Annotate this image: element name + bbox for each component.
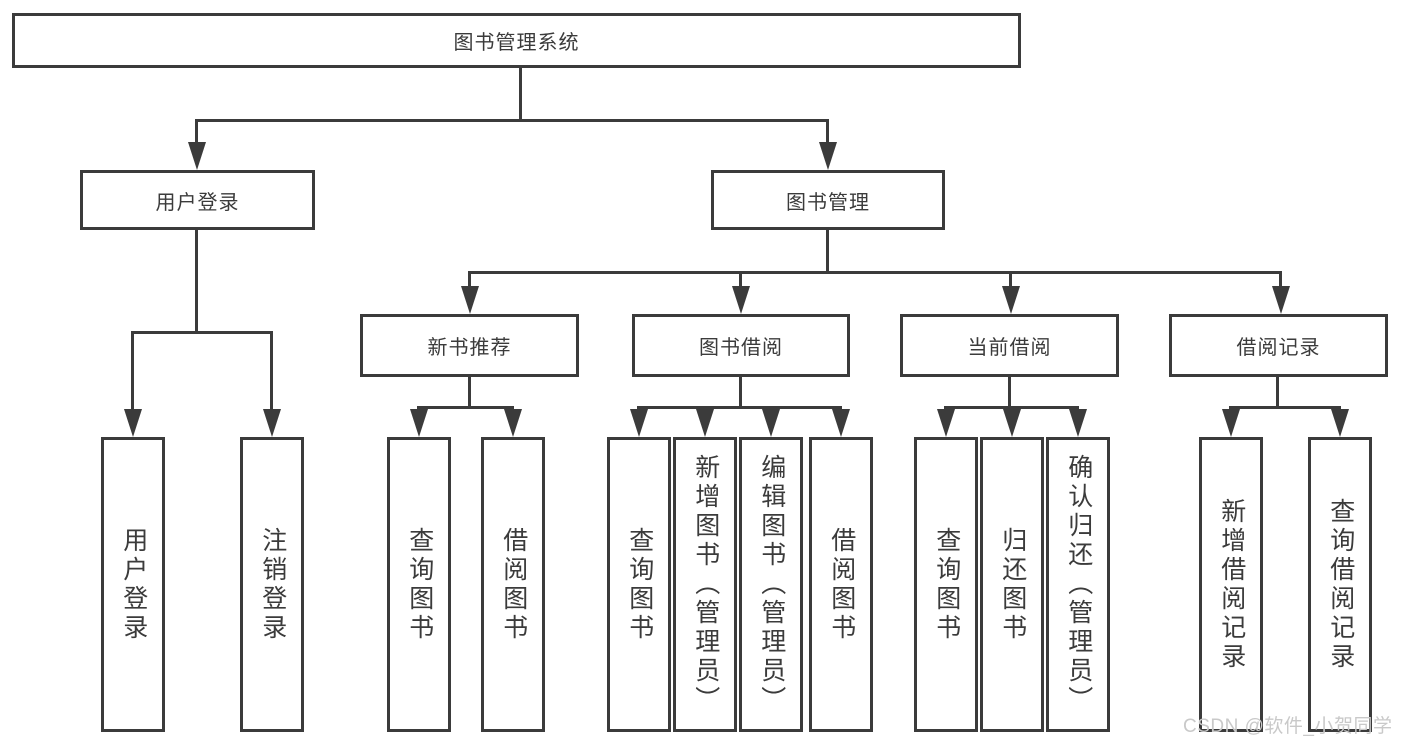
arrow-down-icon xyxy=(1331,409,1349,437)
node-confirm-return-admin: 确认归还（管理员） xyxy=(1046,437,1110,732)
connector-line xyxy=(131,331,273,334)
node-logout: 注销登录 xyxy=(240,437,304,732)
node-borrow-books-borrowing: 借阅图书 xyxy=(809,437,873,732)
node-new-book-recommend: 新书推荐 xyxy=(360,314,579,377)
arrow-down-icon xyxy=(630,409,648,437)
node-book-management: 图书管理 xyxy=(711,170,945,230)
connector-line xyxy=(1276,377,1279,409)
arrow-down-icon xyxy=(1222,409,1240,437)
node-borrowing-records: 借阅记录 xyxy=(1169,314,1388,377)
node-label: 查询借阅记录 xyxy=(1326,497,1355,672)
connector-line xyxy=(1279,271,1282,288)
node-label: 归还图书 xyxy=(998,526,1027,643)
node-user-login-leaf: 用户登录 xyxy=(101,437,165,732)
node-user-login: 用户登录 xyxy=(80,170,315,230)
node-query-books-recommend: 查询图书 xyxy=(387,437,451,732)
arrow-down-icon xyxy=(188,142,206,170)
node-label: 图书管理系统 xyxy=(453,32,580,54)
arrow-down-icon xyxy=(1003,409,1021,437)
node-borrow-books-recommend: 借阅图书 xyxy=(481,437,545,732)
arrow-down-icon xyxy=(832,409,850,437)
arrow-down-icon xyxy=(819,142,837,170)
node-label: 借阅图书 xyxy=(827,526,856,643)
node-query-books-borrowing: 查询图书 xyxy=(607,437,671,732)
node-add-book-admin: 新增图书（管理员） xyxy=(673,437,737,732)
arrow-down-icon xyxy=(1002,286,1020,314)
node-label: 当前借阅 xyxy=(967,337,1052,359)
node-label: 借阅记录 xyxy=(1236,337,1321,359)
node-label: 查询图书 xyxy=(625,526,654,643)
connector-line xyxy=(637,406,842,409)
connector-line xyxy=(468,271,471,288)
node-query-borrow-record: 查询借阅记录 xyxy=(1308,437,1372,732)
connector-line xyxy=(417,406,514,409)
connector-line xyxy=(739,271,742,288)
arrow-down-icon xyxy=(762,409,780,437)
arrow-down-icon xyxy=(937,409,955,437)
node-label: 新书推荐 xyxy=(427,337,512,359)
connector-line xyxy=(519,68,522,122)
arrow-down-icon xyxy=(1069,409,1087,437)
connector-line xyxy=(1008,377,1011,409)
node-label: 注销登录 xyxy=(258,526,287,643)
arrow-down-icon xyxy=(696,409,714,437)
connector-line xyxy=(468,377,471,409)
connector-line xyxy=(270,331,273,410)
node-label: 用户登录 xyxy=(119,526,148,643)
connector-line xyxy=(1229,406,1341,409)
node-label: 图书管理 xyxy=(786,191,870,214)
connector-line xyxy=(826,119,829,146)
connector-line xyxy=(739,377,742,409)
arrow-down-icon xyxy=(504,409,522,437)
node-add-borrow-record: 新增借阅记录 xyxy=(1199,437,1263,732)
node-edit-book-admin: 编辑图书（管理员） xyxy=(739,437,803,732)
arrow-down-icon xyxy=(732,286,750,314)
connector-line xyxy=(944,406,1079,409)
watermark: CSDN @软件_小贺同学 xyxy=(1183,716,1393,737)
node-label: 新增图书（管理员） xyxy=(691,454,720,715)
node-return-books: 归还图书 xyxy=(980,437,1044,732)
arrow-down-icon xyxy=(410,409,428,437)
arrow-down-icon xyxy=(263,409,281,437)
connector-line xyxy=(195,119,198,146)
node-current-borrowing: 当前借阅 xyxy=(900,314,1119,377)
node-book-borrowing: 图书借阅 xyxy=(632,314,850,377)
node-label: 借阅图书 xyxy=(499,526,528,643)
connector-line xyxy=(131,331,134,410)
connector-line xyxy=(195,119,829,122)
arrow-down-icon xyxy=(461,286,479,314)
node-library-system: 图书管理系统 xyxy=(12,13,1021,68)
node-query-books-current: 查询图书 xyxy=(914,437,978,732)
node-label: 新增借阅记录 xyxy=(1217,497,1246,672)
arrow-down-icon xyxy=(124,409,142,437)
node-label: 编辑图书（管理员） xyxy=(757,454,786,715)
arrow-down-icon xyxy=(1272,286,1290,314)
connector-line xyxy=(468,271,1282,274)
node-label: 图书借阅 xyxy=(699,337,783,359)
connector-line xyxy=(195,230,198,334)
node-label: 确认归还（管理员） xyxy=(1064,454,1093,715)
connector-line xyxy=(826,230,829,274)
node-label: 查询图书 xyxy=(405,526,434,643)
node-label: 用户登录 xyxy=(155,191,240,214)
node-label: 查询图书 xyxy=(932,526,961,643)
connector-line xyxy=(1009,271,1012,288)
